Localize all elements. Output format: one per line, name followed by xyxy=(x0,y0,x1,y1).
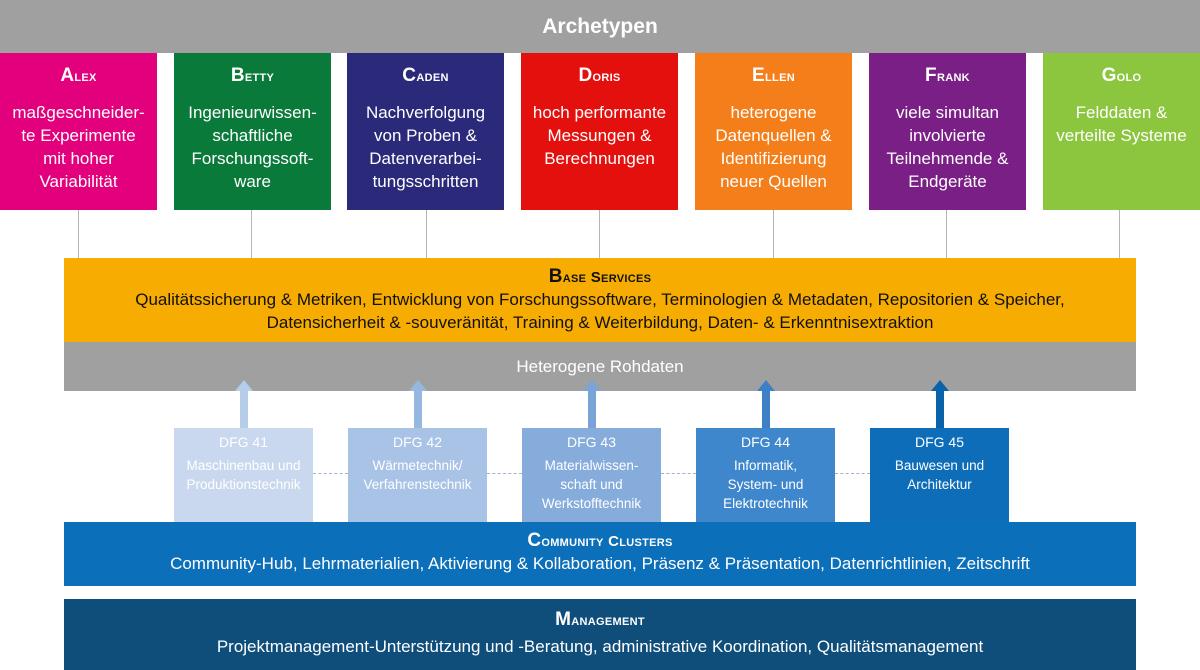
connector-line xyxy=(78,210,79,258)
connector-line xyxy=(946,210,947,258)
raw-data-label: Heterogene Rohdaten xyxy=(516,356,684,376)
archetype-name: Doris xyxy=(578,65,621,86)
archetype-name: Golo xyxy=(1101,65,1142,86)
management-band: Management Projektmanagement-Unterstützu… xyxy=(64,599,1136,670)
community-clusters-title: Community Clusters xyxy=(527,530,673,551)
connector-line xyxy=(599,210,600,258)
up-arrow-icon xyxy=(235,380,253,428)
community-clusters-text: Community-Hub, Lehrmaterialien, Aktivier… xyxy=(170,554,1030,573)
archetype-description: viele simultan involvierte Teilnehmende … xyxy=(886,103,1009,191)
community-clusters-band: Community Clusters Community-Hub, Lehrma… xyxy=(64,522,1136,586)
up-arrow-icon xyxy=(409,380,427,428)
base-services-text: Qualitätssicherung & Metriken, Entwicklu… xyxy=(135,290,1065,332)
dfg-field: Materialwissen- schaft und Werkstofftech… xyxy=(541,458,642,511)
dfg-box-dfg45: DFG 45 Bauwesen und Architektur xyxy=(870,428,1009,522)
dfg-code: DFG 41 xyxy=(218,434,268,450)
dfg-connector xyxy=(487,473,522,475)
up-arrow-icon xyxy=(931,380,949,428)
archetype-doris: Doris hoch performante Messungen & Berech… xyxy=(521,53,678,210)
archetype-description: Ingenieurwissen- schaftliche Forschungss… xyxy=(188,103,317,191)
archetype-name: Caden xyxy=(402,65,449,86)
connector-line xyxy=(426,210,427,258)
archetype-frank: Frank viele simultan involvierte Teilnehm… xyxy=(869,53,1026,210)
management-text: Projektmanagement-Unterstützung und -Ber… xyxy=(216,637,984,656)
dfg-code: DFG 44 xyxy=(740,434,790,450)
archetype-ellen: Ellen heterogene Datenquellen & Identifiz… xyxy=(695,53,852,210)
dfg-connector xyxy=(661,473,696,475)
dfg-box-dfg42: DFG 42 Wärmetechnik/ Verfahrenstechnik xyxy=(348,428,487,522)
archetype-description: Felddaten & verteilte Systeme xyxy=(1056,103,1187,145)
archetypes-header: Archetypen xyxy=(0,0,1200,53)
management-title: Management xyxy=(555,609,645,630)
archetype-name: Alex xyxy=(60,65,97,86)
connector-line xyxy=(1119,210,1120,258)
dfg-code: DFG 43 xyxy=(566,434,616,450)
dfg-field: Wärmetechnik/ Verfahrenstechnik xyxy=(363,458,472,492)
archetype-description: maßgeschneider- te Experimente mit hoher… xyxy=(12,103,145,191)
connector-line xyxy=(251,210,252,258)
dfg-field: Informatik, System- und Elektrotechnik xyxy=(723,458,808,511)
dfg-box-dfg43: DFG 43 Materialwissen- schaft und Werksto… xyxy=(522,428,661,522)
dfg-box-dfg41: DFG 41 Maschinenbau und Produktionstechni… xyxy=(174,428,313,522)
archetype-alex: Alex maßgeschneider- te Experimente mit h… xyxy=(0,53,157,210)
dfg-connector xyxy=(313,473,348,475)
base-services-title: Base Services xyxy=(548,266,652,287)
dfg-code: DFG 42 xyxy=(392,434,442,450)
dfg-connector xyxy=(835,473,870,475)
up-arrow-icon xyxy=(583,380,601,428)
up-arrow-icon xyxy=(757,380,775,428)
dfg-field: Bauwesen und Architektur xyxy=(894,458,985,492)
archetype-description: hoch performante Messungen & Berechnunge… xyxy=(532,103,667,168)
archetype-name: Ellen xyxy=(752,65,795,86)
archetype-name: Frank xyxy=(925,65,970,86)
dfg-field: Maschinenbau und Produktionstechnik xyxy=(186,458,301,492)
dfg-code: DFG 45 xyxy=(914,434,964,450)
dfg-box-dfg44: DFG 44 Informatik, System- und Elektrotec… xyxy=(696,428,835,522)
archetype-description: Nachverfolgung von Proben & Datenverarbe… xyxy=(365,103,486,191)
archetype-name: Betty xyxy=(230,65,275,86)
base-services-band: Base Services Qualitätssicherung & Metri… xyxy=(64,258,1136,342)
connector-line xyxy=(773,210,774,258)
archetype-description: heterogene Datenquellen & Identifizierun… xyxy=(715,103,832,191)
